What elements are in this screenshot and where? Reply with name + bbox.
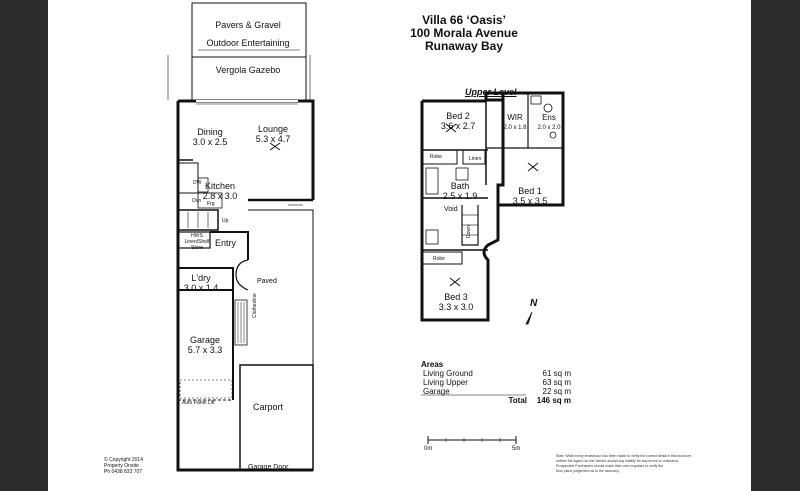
label-oven: Ovn [192,198,202,204]
property-title: Villa 66 ‘Oasis’ 100 Morala Avenue Runaw… [384,14,544,53]
title-line-1: Villa 66 ‘Oasis’ [422,13,506,27]
label-robe-2: Robe [433,256,445,262]
label-robe-1: Robe [430,154,442,160]
label-auto-panel-lift: Auto Panel Lift [182,400,215,406]
floor-plan-drawing [167,2,565,472]
room-bed-3: Bed 3 3.3 x 3.0 [438,292,474,312]
room-lounge: Lounge 5.3 x 4.7 [255,124,291,144]
disclaimer-note: Note: While every endeavour has been mad… [556,454,693,473]
room-ensuite: Ens 2.0 x 2.0 [537,113,561,131]
outdoor-area-outline [191,2,307,102]
room-laundry: L'dry 3.0 x 1.4 [183,273,219,293]
scale-start: 0m [424,446,433,452]
label-fridge: Frg [207,201,215,207]
label-clothesline: Clothesline [252,293,258,318]
upper-level-outer-wall [420,91,505,322]
scale-end: 5m [512,446,521,452]
label-outdoor-entertaining: Outdoor Entertaining [206,38,290,48]
areas-total-row: Total 146 sq m [508,396,571,405]
label-paved: Paved [257,278,277,285]
areas-row: Living Upper 63 sq m [423,378,571,387]
ground-floor-outer-wall [176,101,240,472]
room-bed-1: Bed 1 3.5 x 3.5 [512,186,548,206]
label-linen: Linen [469,156,482,162]
copyright-block: © Copyright 2014 Property Onsite Ph 0438… [104,457,143,475]
room-bed-2: Bed 2 3.6 x 2.7 [440,111,476,131]
room-garage: Garage 5.7 x 3.3 [187,335,223,355]
areas-block: Areas Living Ground 61 sq m Living Upper… [421,360,573,405]
floor-plan-sheet [48,0,751,491]
room-entry: Entry [215,238,237,248]
north-arrow-icon: N [530,298,538,309]
label-pavers: Pavers & Gravel [215,20,281,30]
label-dishwasher: DW [193,180,202,186]
areas-row: Living Ground 61 sq m [423,369,571,378]
label-void: Void [444,206,458,213]
room-dining: Dining 3.0 x 2.5 [192,127,228,147]
title-line-2: 100 Morala Avenue [410,26,518,40]
hws-store: HWS Linen/Shelf Store [184,233,210,251]
areas-table: Living Ground 61 sq m Living Upper 63 sq… [421,369,573,405]
room-wir: WIR 2.0 x 1.8 [503,113,527,131]
label-vergola-gazebo: Vergola Gazebo [215,65,281,75]
upper-level-heading: Upper Level [465,87,517,97]
room-kitchen: Kitchen 2.8 x 3.0 [202,181,238,201]
label-stairs-up: Up [222,218,229,224]
areas-heading: Areas [421,360,444,369]
room-carport: Carport [253,402,284,412]
areas-row: Garage 22 sq m [423,387,571,396]
room-bath: Bath 2.5 x 1.9 [442,181,478,201]
label-stairs-down: Down [466,225,472,238]
label-garage-door: Garage Door [248,464,289,471]
title-line-3: Runaway Bay [424,39,504,53]
